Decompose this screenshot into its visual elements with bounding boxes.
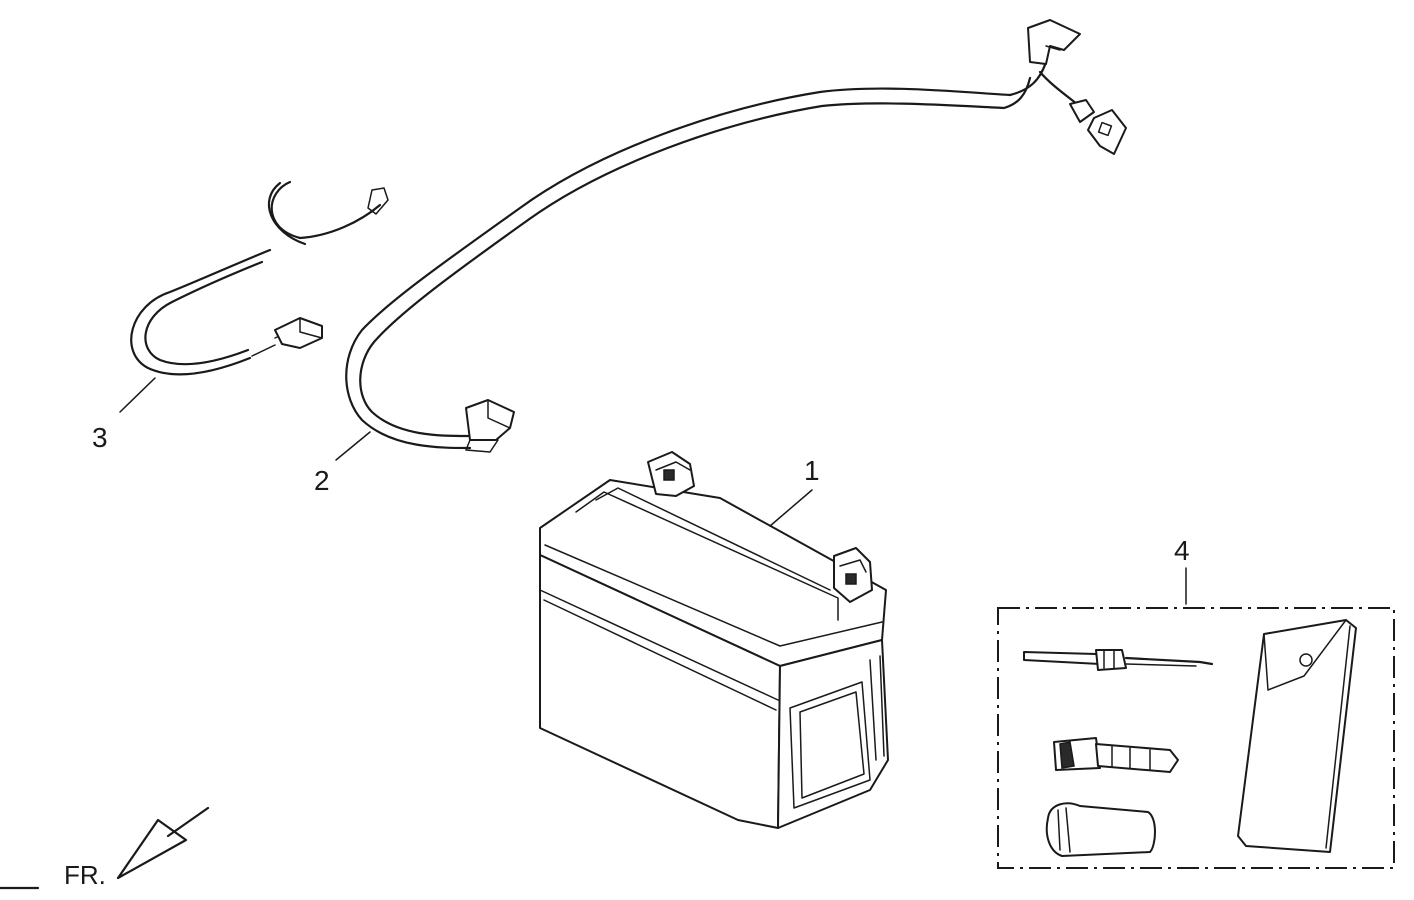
small-pouch-tool	[1045, 802, 1156, 857]
tool-bag	[1237, 619, 1357, 853]
direction-arrow-icon	[116, 806, 210, 880]
callout-label-1: 1	[804, 455, 820, 486]
positive-cable-part: 2	[314, 19, 1127, 496]
screwdriver-tool	[1023, 649, 1214, 671]
battery-part: 1	[539, 451, 889, 829]
front-direction-marker: FR.	[0, 806, 210, 890]
callout-label-3: 3	[92, 422, 108, 453]
callout-label-2: 2	[314, 465, 330, 496]
tool-kit-part: 4	[997, 535, 1395, 869]
negative-cable-part: 3	[92, 180, 389, 453]
direction-label: FR.	[64, 860, 106, 890]
spark-plug-wrench-tool	[1053, 737, 1179, 773]
callout-label-4: 4	[1174, 535, 1190, 566]
